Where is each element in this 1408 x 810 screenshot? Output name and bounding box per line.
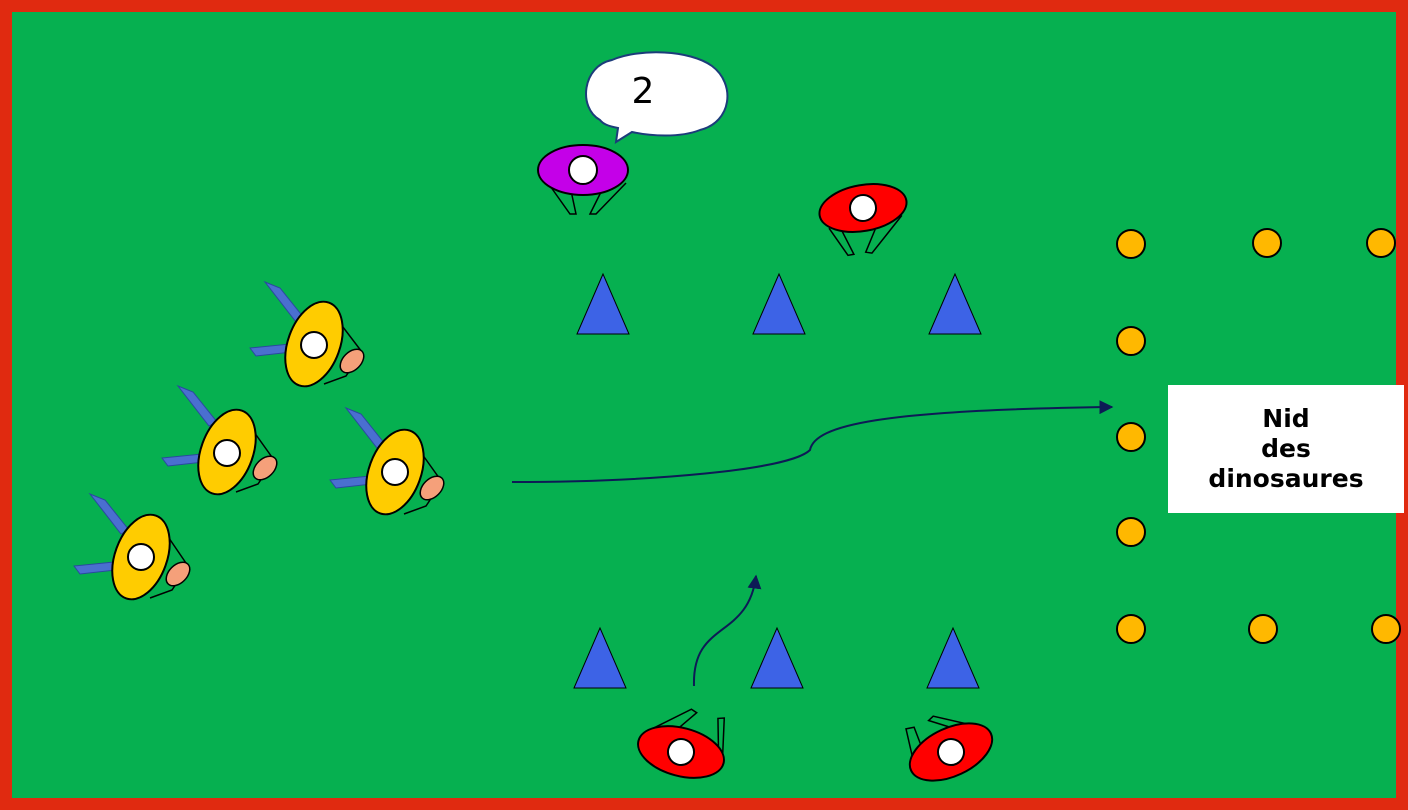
marker-icon — [1117, 518, 1145, 546]
marker-icon — [1117, 423, 1145, 451]
player-icon — [569, 156, 597, 184]
player-icon — [382, 459, 408, 485]
marker-icon — [1117, 327, 1145, 355]
player-icon — [214, 440, 240, 466]
marker-icon — [1367, 229, 1395, 257]
marker-icon — [1117, 230, 1145, 258]
speech-bubble-text: 2 — [605, 70, 681, 114]
marker-icon — [1249, 615, 1277, 643]
nest-label: Nid des dinosaures — [1168, 385, 1404, 513]
nest-line-1: Nid — [1262, 404, 1309, 434]
nest-line-2: des — [1261, 434, 1311, 464]
player-icon — [301, 332, 327, 358]
marker-icon — [1253, 229, 1281, 257]
nest-line-3: dinosaures — [1208, 464, 1363, 494]
player-icon — [128, 544, 154, 570]
marker-icon — [1372, 615, 1400, 643]
marker-icon — [1117, 615, 1145, 643]
